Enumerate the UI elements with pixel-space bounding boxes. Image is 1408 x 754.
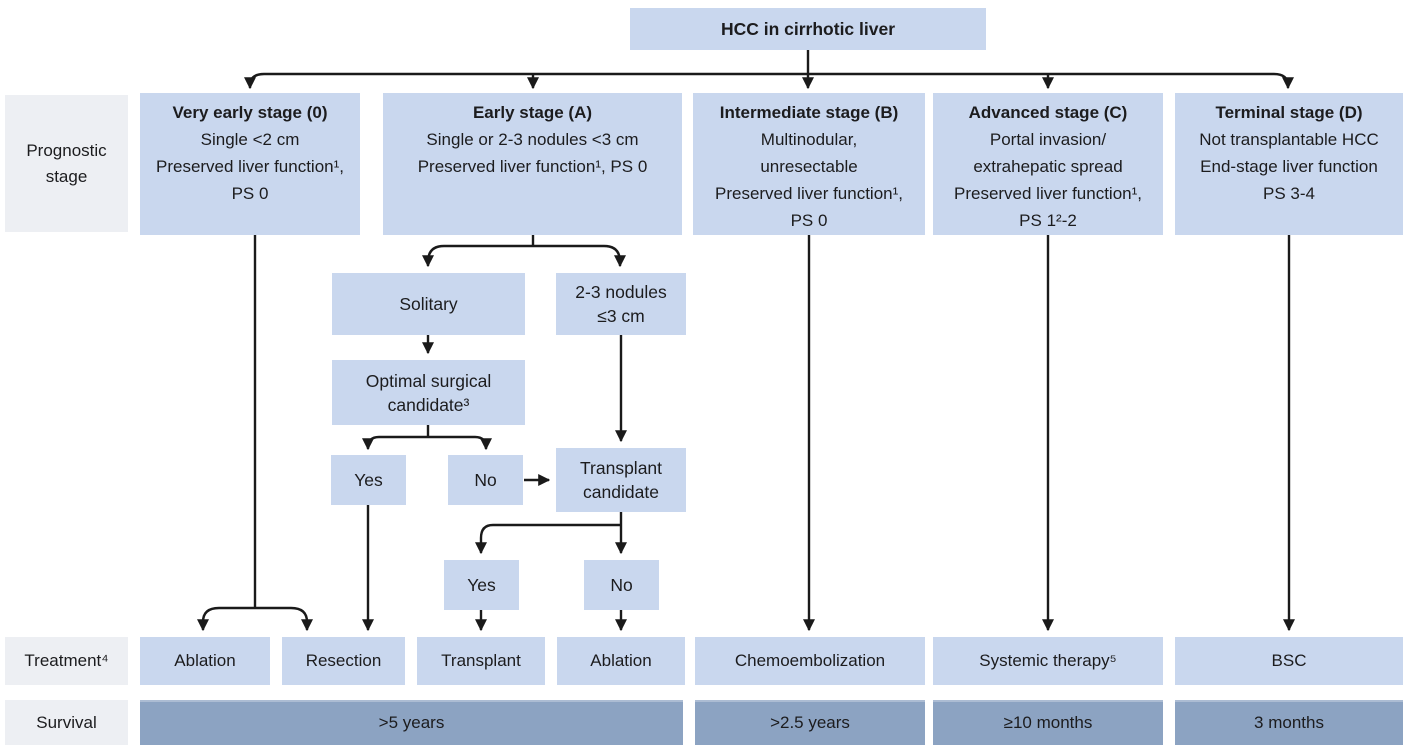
- stage-box-intermediate: Intermediate stage (B) Multinodular, unr…: [693, 93, 925, 235]
- survival-box-terminal: 3 months: [1175, 700, 1403, 745]
- row-label-survival: Survival: [5, 700, 128, 745]
- stage-title: Early stage (A): [472, 103, 593, 122]
- treatment-box-systemic-therapy: Systemic therapy⁵: [933, 637, 1163, 685]
- node-transplant-no: No: [584, 560, 659, 610]
- stage-line: PS 0: [231, 184, 269, 203]
- treatment-label: Ablation: [590, 651, 652, 670]
- stage-box-very-early: Very early stage (0) Single <2 cm Preser…: [140, 93, 360, 235]
- row-label-prognostic-stage: Prognostic stage: [5, 95, 128, 232]
- survival-label: >5 years: [378, 712, 445, 732]
- survival-box-early: >5 years: [140, 700, 683, 745]
- very-early-split: [197, 606, 313, 632]
- node-line: Transplant: [579, 458, 663, 478]
- survival-box-advanced: ≥10 months: [933, 700, 1163, 745]
- treatment-box-bsc: BSC: [1175, 637, 1403, 685]
- title-box: HCC in cirrhotic liver: [630, 8, 986, 50]
- stage-line: Multinodular,: [760, 130, 858, 149]
- row-label-line: Treatment⁴: [24, 651, 109, 670]
- node-solitary: Solitary: [332, 273, 525, 335]
- node-line: ≤3 cm: [597, 306, 645, 326]
- treatment-label: Resection: [305, 651, 382, 670]
- treatment-box-chemoembolization: Chemoembolization: [695, 637, 925, 685]
- node-line: candidate: [583, 482, 659, 502]
- node-surgical-no: No: [448, 455, 523, 505]
- node-line: No: [610, 575, 633, 595]
- stage-line: Preserved liver function¹,: [953, 184, 1143, 203]
- survival-label: 3 months: [1254, 712, 1324, 732]
- stage-box-terminal: Terminal stage (D) Not transplantable HC…: [1175, 93, 1403, 235]
- stage-line: PS 3-4: [1263, 184, 1315, 203]
- treatment-box-resection: Resection: [282, 637, 405, 685]
- stage-title: Advanced stage (C): [968, 103, 1128, 122]
- stage-title: Terminal stage (D): [1215, 103, 1363, 122]
- stage-line: Single <2 cm: [200, 130, 300, 149]
- treatment-box-ablation-2: Ablation: [557, 637, 685, 685]
- stage-line: unresectable: [760, 157, 858, 176]
- row-label-line: Survival: [36, 712, 97, 732]
- node-transplant-yes: Yes: [444, 560, 519, 610]
- stage-line: Not transplantable HCC: [1199, 130, 1379, 149]
- node-transplant-candidate: Transplant candidate: [556, 448, 686, 512]
- node-line: No: [474, 470, 497, 490]
- node-line: Solitary: [399, 294, 458, 314]
- top-rail: [248, 72, 1290, 87]
- stage-line: End-stage liver function: [1200, 157, 1378, 176]
- node-surgical-yes: Yes: [331, 455, 406, 505]
- node-optimal-surgical-candidate: Optimal surgical candidate³: [332, 360, 525, 425]
- node-line: Yes: [467, 575, 496, 595]
- tc-split-left: [475, 523, 620, 555]
- row-label-line: Prognostic: [26, 140, 107, 160]
- node-line: 2-3 nodules: [575, 282, 667, 302]
- optimal-split: [366, 435, 488, 449]
- title-text: HCC in cirrhotic liver: [720, 19, 896, 39]
- stage-box-advanced: Advanced stage (C) Portal invasion/ extr…: [933, 93, 1163, 235]
- node-line: Yes: [354, 470, 383, 490]
- treatment-box-transplant: Transplant: [417, 637, 545, 685]
- stage-box-early: Early stage (A) Single or 2-3 nodules <3…: [383, 93, 682, 235]
- treatment-label: Transplant: [441, 651, 521, 670]
- node-2-3-nodules: 2-3 nodules ≤3 cm: [556, 273, 686, 335]
- treatment-label: Systemic therapy⁵: [979, 651, 1117, 670]
- stage-line: PS 1²-2: [1019, 211, 1077, 230]
- survival-label: >2.5 years: [770, 712, 850, 732]
- stage-line: extrahepatic spread: [973, 157, 1123, 176]
- stage-line: Preserved liver function¹, PS 0: [417, 157, 648, 176]
- stage-line: Portal invasion/: [989, 130, 1107, 149]
- stage-line: Preserved liver function¹,: [155, 157, 345, 176]
- stage-line: PS 0: [790, 211, 828, 230]
- survival-label: ≥10 months: [1003, 712, 1093, 732]
- early-split: [422, 244, 626, 268]
- treatment-box-ablation-1: Ablation: [140, 637, 270, 685]
- row-label-line: stage: [45, 166, 88, 186]
- stage-line: Single or 2-3 nodules <3 cm: [426, 130, 639, 149]
- row-label-treatment: Treatment⁴: [5, 637, 128, 685]
- node-line: candidate³: [387, 394, 470, 415]
- stage-title: Intermediate stage (B): [719, 103, 899, 122]
- treatment-label: BSC: [1271, 651, 1307, 670]
- node-line: Optimal surgical: [365, 370, 492, 391]
- treatment-label: Ablation: [174, 651, 236, 670]
- survival-box-intermediate: >2.5 years: [695, 700, 925, 745]
- stage-title: Very early stage (0): [172, 103, 328, 122]
- stage-line: Preserved liver function¹,: [714, 184, 904, 203]
- treatment-label: Chemoembolization: [734, 651, 886, 670]
